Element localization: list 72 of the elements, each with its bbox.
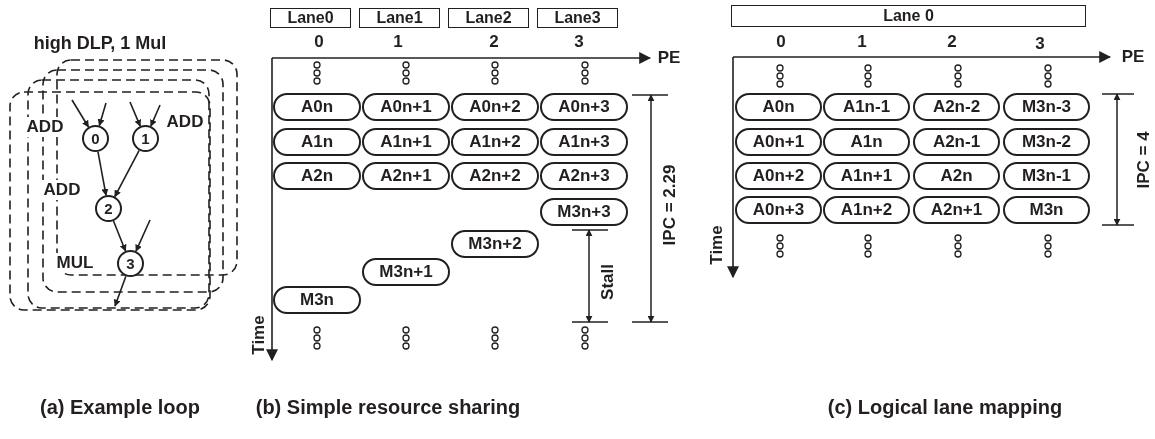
instruction-pill: A2n+2 [451, 162, 539, 190]
caption: (c) Logical lane mapping [827, 395, 1063, 419]
instruction-pill: M3n+2 [451, 230, 539, 258]
instruction-pill: M3n-2 [1003, 128, 1090, 156]
instruction-pill: A2n+1 [362, 162, 450, 190]
arrow [113, 275, 127, 307]
instruction-pill: M3n-3 [1003, 93, 1090, 121]
dimension-label: IPC = 2.29 [660, 164, 680, 246]
instruction-pill: A0n+3 [540, 93, 628, 121]
heading: high DLP, 1 Mul [33, 32, 167, 54]
instruction-pill: A0n+2 [735, 162, 822, 190]
pe-index: 2 [947, 32, 957, 52]
operation-node: 2 [95, 195, 122, 222]
arrow [150, 104, 161, 127]
lane-box: Lane1 [359, 8, 440, 28]
axis-label: PE [1121, 47, 1145, 67]
operation-label: MUL [54, 253, 96, 273]
lane-box: Lane3 [537, 8, 618, 28]
instruction-pill: A1n-1 [823, 93, 910, 121]
axis-label: Time [249, 315, 269, 355]
arrow [112, 220, 127, 252]
instruction-pill: A1n+3 [540, 128, 628, 156]
caption: (b) Simple resource sharing [255, 395, 521, 419]
operation-node: 1 [132, 125, 159, 152]
instruction-pill: A2n+3 [540, 162, 628, 190]
instruction-pill: M3n [273, 286, 361, 314]
instruction-pill: A2n-2 [913, 93, 1000, 121]
instruction-pill: A0n [735, 93, 822, 121]
instruction-pill: M3n [1003, 196, 1090, 224]
pe-index: 0 [776, 32, 786, 52]
lane-box: Lane 0 [731, 5, 1086, 27]
arrow [129, 101, 141, 127]
instruction-pill: A2n-1 [913, 128, 1000, 156]
instruction-pill: M3n+1 [362, 258, 450, 286]
pe-index: 1 [393, 32, 403, 52]
arrow [71, 99, 90, 128]
pe-index: 3 [574, 32, 584, 52]
instruction-pill: A2n [913, 162, 1000, 190]
operation-node: 0 [82, 125, 109, 152]
instruction-pill: A1n+2 [823, 196, 910, 224]
dimension-label: Stall [598, 264, 618, 300]
pe-index: 2 [489, 32, 499, 52]
instruction-pill: M3n-1 [1003, 162, 1090, 190]
lane-box: Lane0 [270, 8, 351, 28]
instruction-pill: A1n [273, 128, 361, 156]
pe-index: 3 [1035, 34, 1045, 54]
operation-label: ADD [41, 180, 83, 200]
dimension-label: IPC = 4 [1134, 131, 1154, 189]
operation-label: ADD [24, 117, 66, 137]
arrow [97, 102, 107, 127]
instruction-pill: M3n+3 [540, 198, 628, 226]
instruction-pill: A2n [273, 162, 361, 190]
operation-node: 3 [117, 250, 144, 277]
instruction-pill: A0n+1 [735, 128, 822, 156]
pe-index: 1 [857, 32, 867, 52]
instruction-pill: A0n+3 [735, 196, 822, 224]
instruction-pill: A1n+1 [362, 128, 450, 156]
instruction-pill: A0n [273, 93, 361, 121]
axis-label: PE [657, 48, 681, 68]
instruction-pill: A2n+1 [913, 196, 1000, 224]
instruction-pill: A0n+2 [451, 93, 539, 121]
pe-index: 0 [314, 32, 324, 52]
arrow [97, 150, 109, 197]
axis-label: Time [707, 225, 727, 265]
instruction-pill: A1n+2 [451, 128, 539, 156]
lane-box: Lane2 [448, 8, 529, 28]
arrow [114, 149, 140, 198]
instruction-pill: A1n [823, 128, 910, 156]
instruction-pill: A0n+1 [362, 93, 450, 121]
arrow [135, 219, 151, 252]
instruction-pill: A1n+1 [823, 162, 910, 190]
caption: (a) Example loop [40, 395, 200, 419]
